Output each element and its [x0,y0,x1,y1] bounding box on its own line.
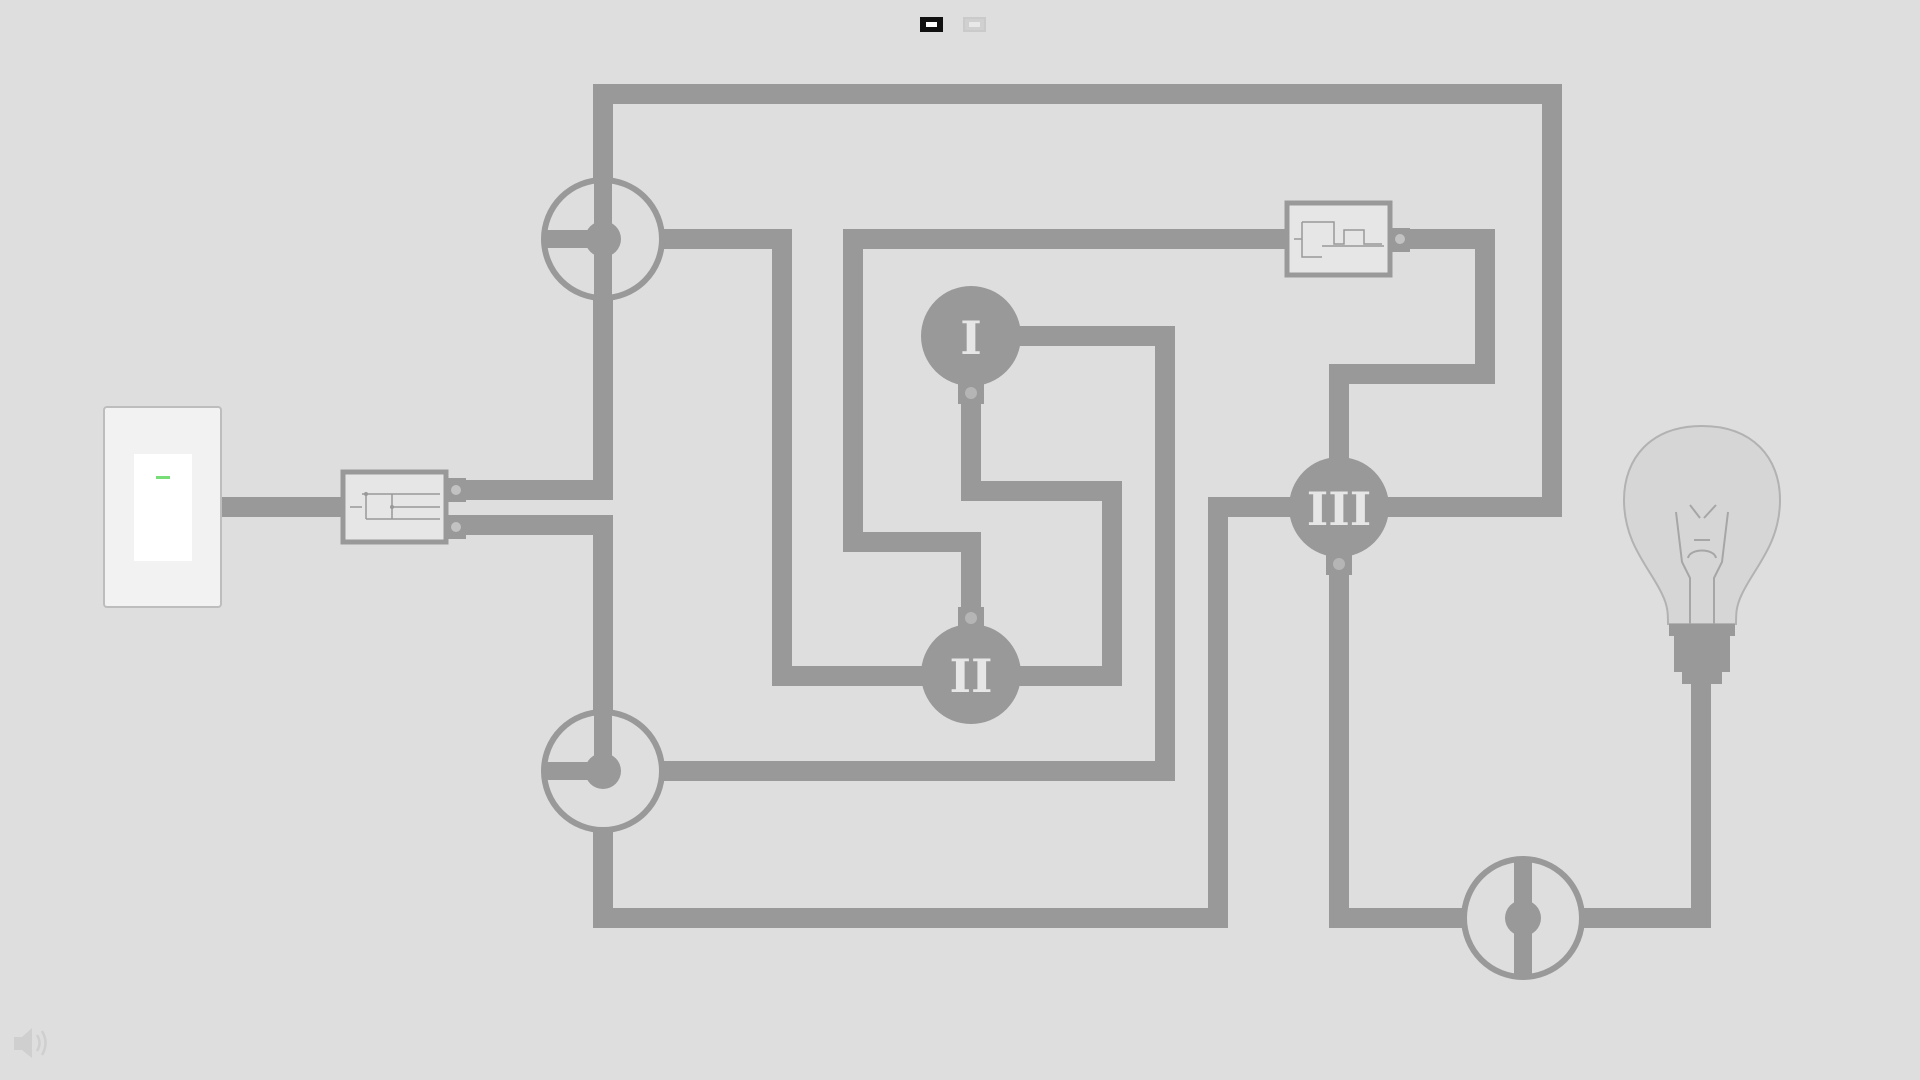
wire-rotor1-down [961,383,1122,686]
rotor-3[interactable]: III [1289,457,1389,575]
logic-component [1284,200,1410,278]
wire-junction3-to-bulb [1576,675,1711,928]
wire-top-loop [593,84,1562,517]
rotor-2-label: II [949,649,992,703]
junction-3[interactable] [1461,856,1585,980]
wire-splitter-bottom-out [440,515,613,781]
junction-2[interactable] [541,709,665,833]
wire-junction1-right [655,229,934,686]
wire-junction2-bottom [593,497,1306,928]
power-indicator [156,476,170,479]
rotor-1-label: I [960,311,982,365]
rotor-2[interactable]: II [921,607,1021,724]
rotor-1[interactable]: I [921,286,1021,404]
wires [212,84,1711,928]
level-1-indicator[interactable] [920,17,943,32]
wire-rotor3-down [1329,550,1472,928]
junction-1[interactable] [541,177,665,301]
power-switch[interactable] [103,406,222,608]
speaker-icon[interactable] [14,1028,47,1058]
wire-inner-loop [843,229,1298,610]
rotor-3-label: III [1307,482,1372,536]
splitter-component [340,469,466,545]
light-bulb [1622,424,1782,684]
level-2-indicator[interactable] [963,17,986,32]
wire-junction2-right [655,326,1175,781]
level-indicator [920,17,986,36]
wire-component-right [1329,229,1495,470]
wire-splitter-top-out [440,231,613,500]
